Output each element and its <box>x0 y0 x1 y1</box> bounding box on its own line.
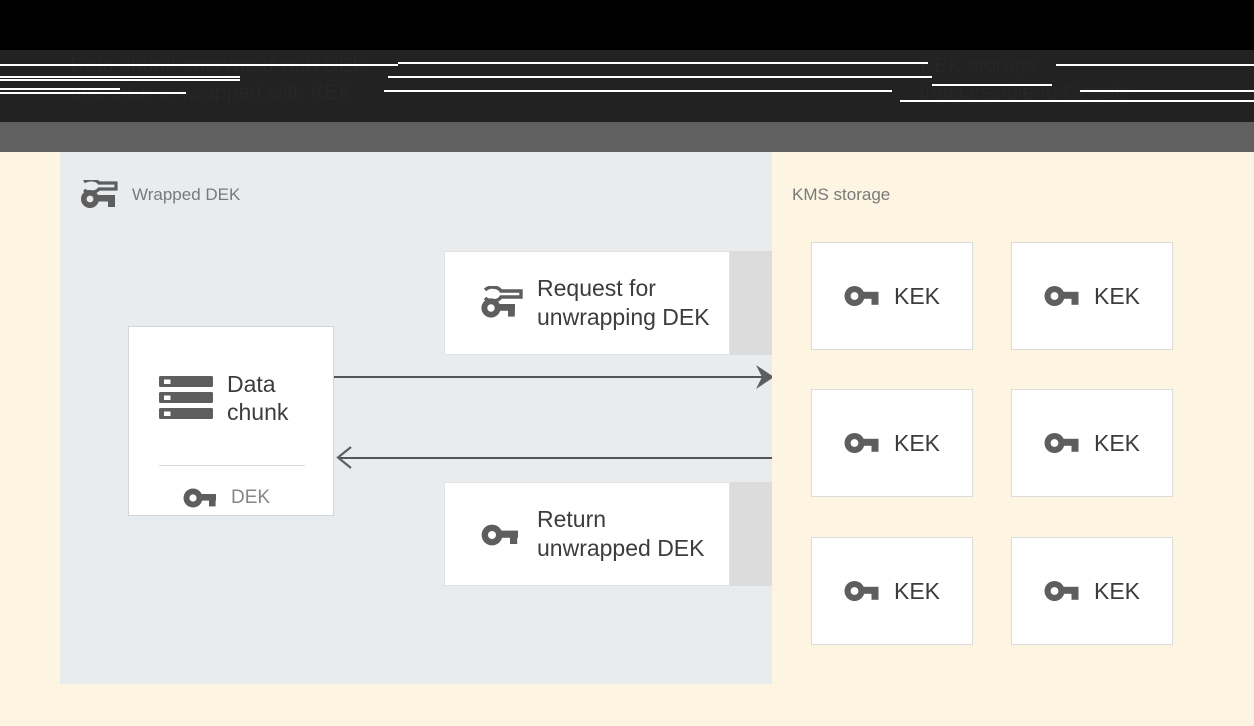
request-arrow-head-icon <box>756 365 774 389</box>
return-unwrapped-card[interactable]: Return unwrapped DEK <box>444 482 730 586</box>
scan-line-artifact <box>1080 90 1254 92</box>
scan-line-artifact <box>398 62 928 64</box>
return-arrow <box>340 457 772 459</box>
kek-box[interactable]: KEK <box>811 242 973 350</box>
key-icon <box>844 282 880 310</box>
kek-box[interactable]: KEK <box>1011 537 1173 645</box>
key-icon <box>1044 429 1080 457</box>
wrapped-dek-label: Wrapped DEK <box>132 185 241 204</box>
scan-line-artifact <box>0 88 120 90</box>
key-icon <box>1044 577 1080 605</box>
kek-box[interactable]: KEK <box>1011 242 1173 350</box>
data-chunk-dek-row: DEK <box>129 479 335 517</box>
storage-chunk-icon <box>159 374 213 422</box>
scan-line-artifact <box>1056 64 1254 66</box>
kek-label: KEK <box>1093 429 1141 456</box>
data-chunk-card-header: Data chunk <box>129 355 335 441</box>
request-unwrap-card[interactable]: Request for unwrapping DEK <box>444 251 730 355</box>
scan-line-artifact <box>900 100 1254 102</box>
kek-box[interactable]: KEK <box>811 389 973 497</box>
kek-label: KEK <box>893 577 941 604</box>
kek-label: KEK <box>1093 282 1141 309</box>
key-icon <box>844 577 880 605</box>
request-unwrap-text: Request for unwrapping DEK <box>537 275 710 330</box>
return-unwrapped-text: Return unwrapped DEK <box>537 506 705 561</box>
return-card-extension <box>730 482 772 586</box>
key-icon <box>1044 282 1080 310</box>
header-gray-strip <box>0 122 1254 152</box>
kek-box[interactable]: KEK <box>811 537 973 645</box>
data-chunk-card[interactable]: Data chunk DEK <box>128 326 334 516</box>
kek-label: KEK <box>893 282 941 309</box>
scan-line-artifact <box>384 90 892 92</box>
request-arrow <box>334 376 766 378</box>
scan-line-artifact <box>0 92 186 94</box>
scan-line-artifact <box>0 64 398 66</box>
request-card-extension <box>730 251 772 355</box>
data-chunk-title: Data chunk <box>227 371 289 425</box>
return-arrow-head-icon <box>336 446 352 469</box>
kek-label: KEK <box>893 429 941 456</box>
header-title-right: KEK storage inaccessible to Google <box>920 54 1132 104</box>
key-icon <box>844 429 880 457</box>
scan-line-artifact <box>0 76 240 78</box>
scan-line-artifact <box>388 76 932 78</box>
wrapped-key-icon <box>479 285 523 320</box>
key-icon <box>479 517 523 551</box>
scan-line-artifact <box>932 84 1052 86</box>
scan-line-artifact <box>0 79 240 81</box>
wrapped-key-icon <box>78 178 118 210</box>
key-icon <box>183 485 217 511</box>
kms-storage-label: KMS storage <box>792 185 891 204</box>
data-chunk-dek-label: DEK <box>231 487 271 508</box>
data-chunk-divider <box>159 465 305 466</box>
kek-label: KEK <box>1093 577 1141 604</box>
kek-box[interactable]: KEK <box>1011 389 1173 497</box>
